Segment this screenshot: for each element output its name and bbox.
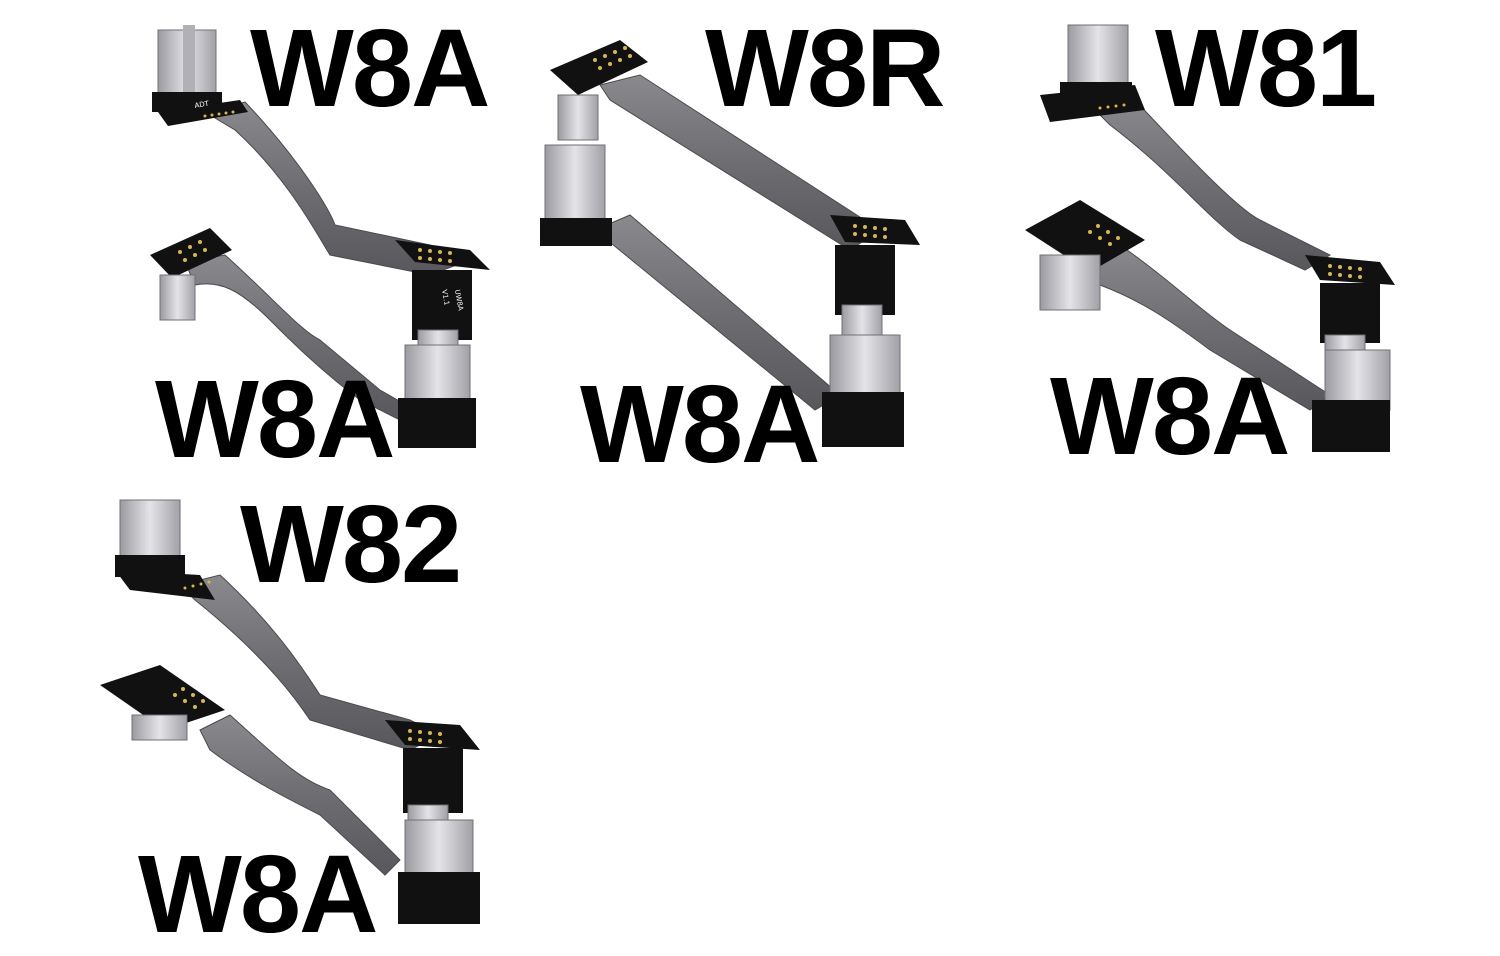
- model-label-w8a-bottom-3: W8A: [1050, 355, 1290, 478]
- flat-cable: [184, 254, 416, 421]
- usb-connector-w81-lower-right: [1312, 349, 1391, 452]
- pcb-board-w82-top: [115, 570, 215, 600]
- assembly-w8a-w8a: ADT UW8A V1.1: [150, 25, 490, 448]
- board-text-uw8a: UW8A: [453, 289, 465, 312]
- assembly-w8r-w8a: [540, 40, 920, 447]
- usb-connector-left-top: [152, 25, 222, 112]
- usb-connector-right-bottom: [398, 344, 476, 448]
- model-label-w8a-top: W8A: [250, 7, 490, 130]
- usb-connector-w8r-lower-left: [540, 144, 612, 246]
- model-label-w81-top: W81: [1155, 7, 1377, 130]
- pcb-board-w82-lower: [100, 665, 225, 741]
- pcb-board-right-top: UW8A V1.1: [395, 240, 490, 366]
- board-text-adt: ADT: [194, 99, 210, 110]
- pcb-board-w81-top: [1040, 85, 1145, 122]
- pcb-board-left-top: ADT: [158, 99, 248, 126]
- assembly-w81-w8a: [1025, 24, 1395, 452]
- board-text-v11: V1.1: [440, 289, 451, 306]
- pcb-board-w8r-right: [830, 215, 920, 341]
- assembly-w82-w8a: [100, 499, 480, 924]
- model-label-w8a-bottom-4: W8A: [138, 833, 378, 956]
- pcb-board-left-bottom: [150, 228, 232, 321]
- flat-cable: [199, 714, 401, 876]
- pcb-board-w81-lower: [1025, 200, 1145, 311]
- usb-connector-w82-top: [115, 499, 185, 577]
- model-label-w8r-top: W8R: [705, 7, 945, 130]
- usb-connector-w8r-lower-right: [822, 334, 904, 447]
- pcb-board-w8r-top: [550, 40, 648, 141]
- usb-connector-w82-lower-right: [398, 819, 480, 924]
- model-label-w8a-bottom-1: W8A: [155, 358, 395, 481]
- model-label-w8a-bottom-2: W8A: [580, 363, 820, 486]
- model-label-w82-top: W82: [240, 483, 462, 606]
